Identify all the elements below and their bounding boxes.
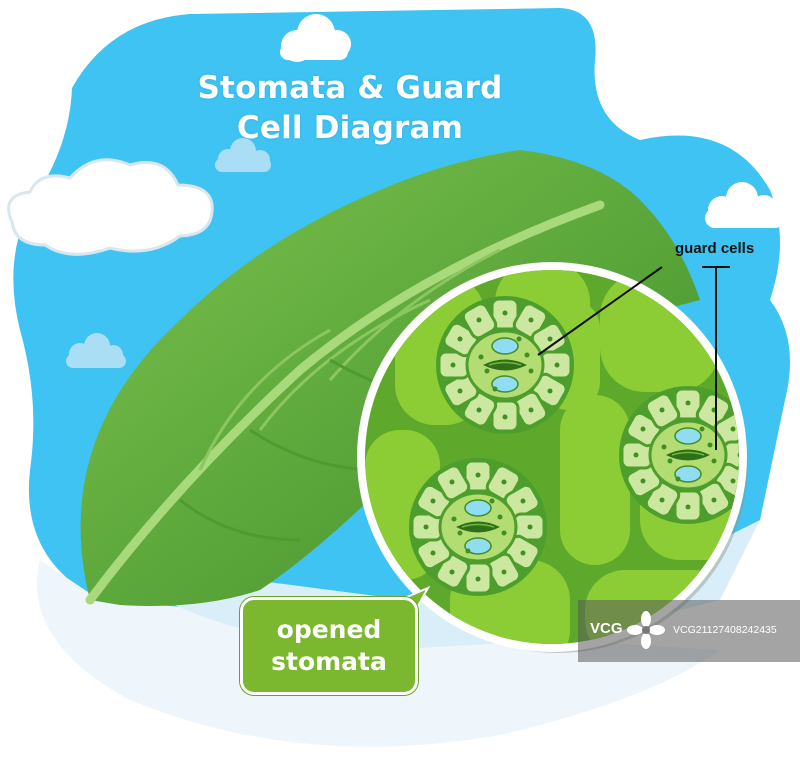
cloud-icon: [66, 333, 126, 368]
opened-stomata-callout: opened stomata: [240, 597, 418, 695]
stoma-top-left: [434, 294, 576, 436]
watermark-id: VCG21127408242435: [673, 624, 777, 636]
cloud-icon: [7, 158, 214, 256]
callout-line-1: opened: [276, 615, 382, 644]
watermark: VCG VCG21127408242435: [578, 600, 800, 662]
diagram-title-line-2: Cell Diagram: [236, 110, 464, 146]
guard-cells-leader-lines: [537, 266, 730, 450]
watermark-flower-icon: [627, 611, 665, 649]
callout-line-2: stomata: [271, 647, 387, 676]
cloud-icon: [215, 138, 271, 172]
cloud-icon: [280, 14, 351, 62]
guard-cells-label: guard cells: [675, 240, 755, 257]
diagram-title-line-1: Stomata & Guard: [197, 70, 503, 106]
cloud-icon: [705, 182, 785, 228]
stoma-bottom-left: [407, 456, 549, 598]
magnified-view: [357, 262, 748, 653]
watermark-logo: VCG: [590, 620, 623, 637]
